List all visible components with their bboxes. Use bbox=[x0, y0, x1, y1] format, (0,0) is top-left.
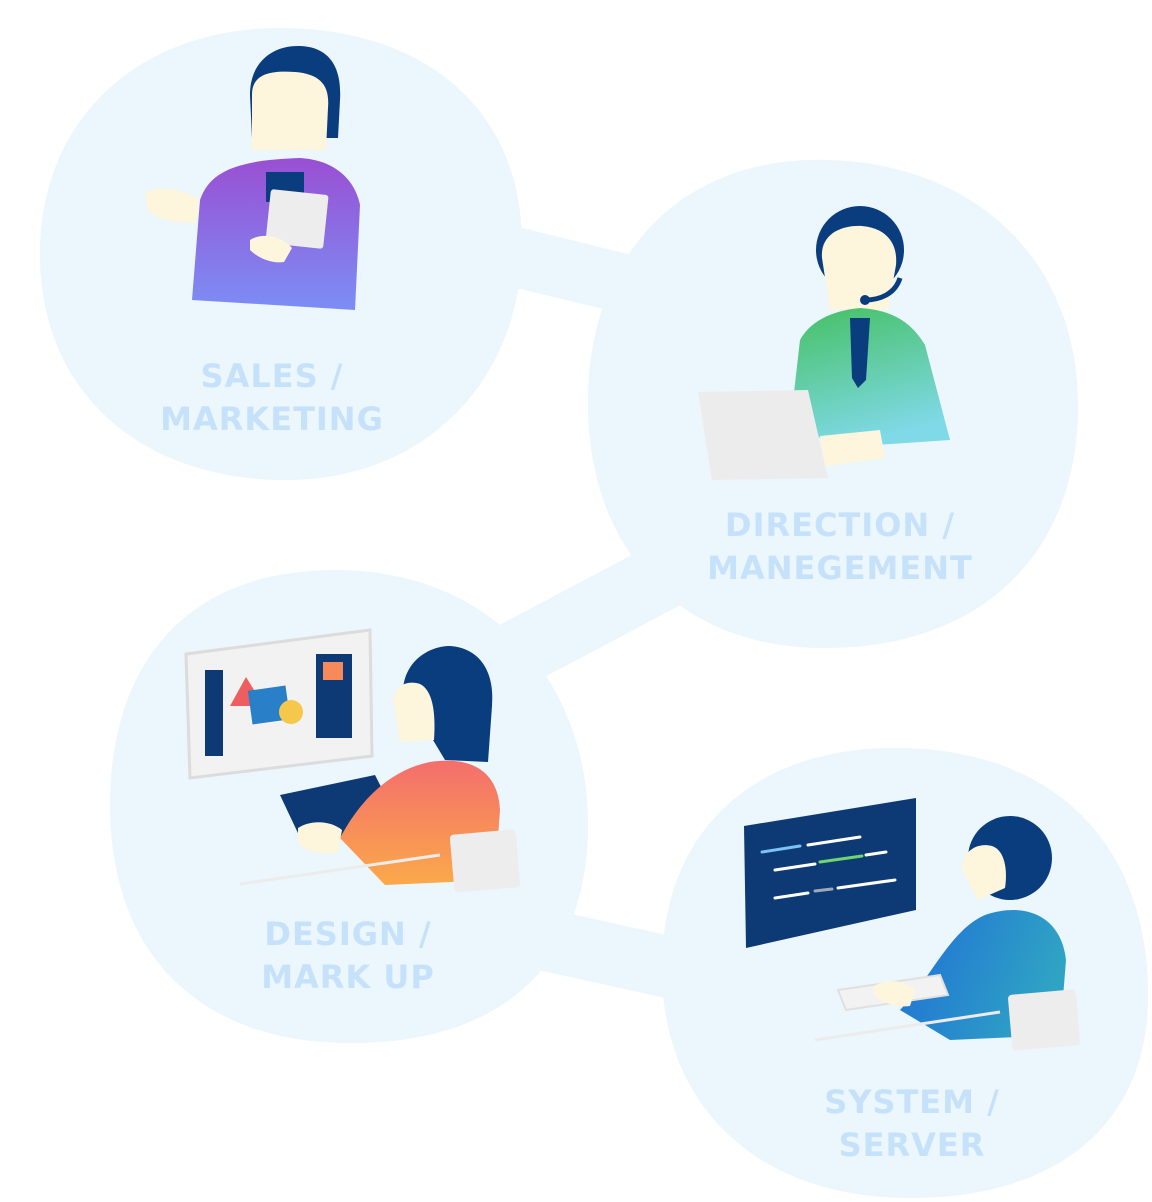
role-label-system-line1: SYSTEM / bbox=[824, 1083, 1000, 1121]
headset-operator-icon bbox=[698, 206, 950, 480]
role-label-sales-line1: SALES / bbox=[200, 357, 344, 395]
role-label-direction-line2: MANEGEMENT bbox=[707, 549, 973, 587]
role-label-direction-line1: DIRECTION / bbox=[725, 506, 955, 544]
role-label-design: DESIGN / MARK UP bbox=[168, 913, 528, 999]
role-label-system: SYSTEM / SERVER bbox=[732, 1081, 1092, 1167]
role-label-system-line2: SERVER bbox=[838, 1126, 986, 1164]
role-label-design-line2: MARK UP bbox=[261, 958, 435, 996]
role-label-sales: SALES / MARKETING bbox=[92, 355, 452, 441]
engineer-coding-icon bbox=[744, 798, 1080, 1051]
presenter-woman-icon bbox=[145, 45, 360, 310]
role-label-sales-line2: MARKETING bbox=[160, 400, 384, 438]
designer-with-pen-tablet-icon bbox=[184, 628, 521, 893]
role-label-direction: DIRECTION / MANEGEMENT bbox=[660, 504, 1020, 590]
role-label-design-line1: DESIGN / bbox=[264, 915, 432, 953]
